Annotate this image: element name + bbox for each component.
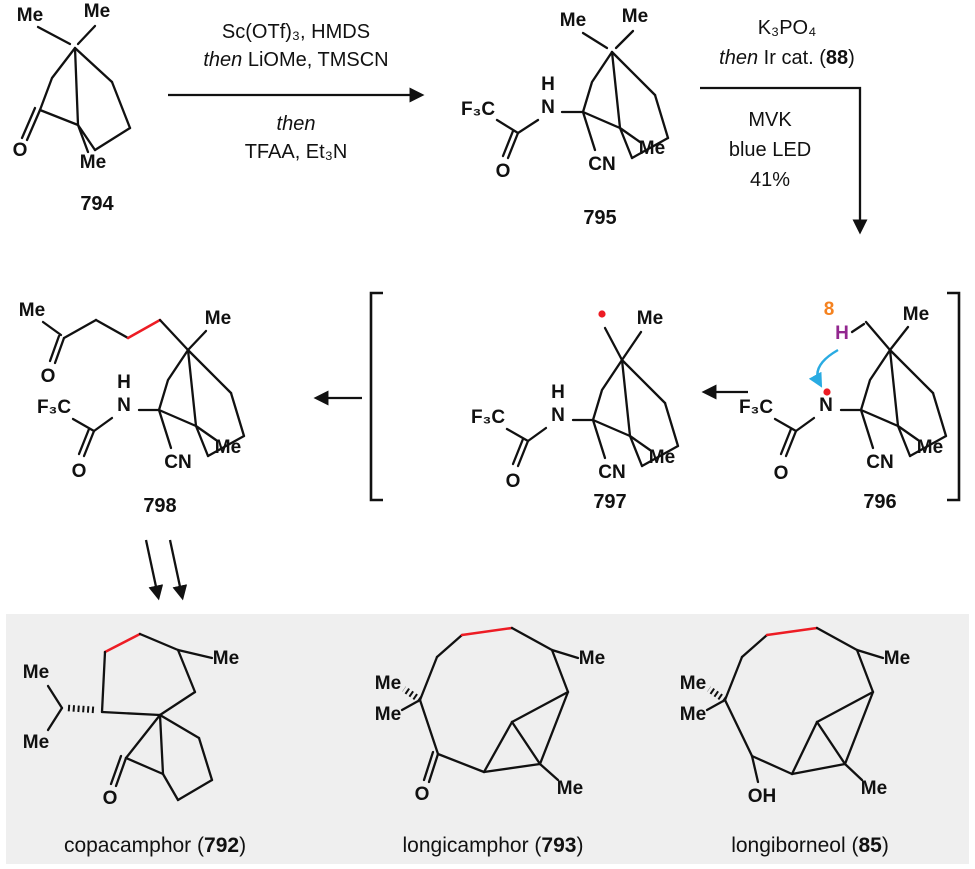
nitrogen-label: N <box>819 395 833 416</box>
hashed-wedge-bond <box>402 686 422 703</box>
oxygen-label: O <box>506 471 521 492</box>
methyl-label: Me <box>17 5 43 26</box>
skeleton-bonds <box>705 626 885 784</box>
trifluoromethyl-label: F₃C <box>739 397 773 418</box>
methyl-label: Me <box>375 704 401 725</box>
oxygen-label: O <box>72 461 87 482</box>
methyl-label: Me <box>557 778 583 799</box>
new-bond-highlight <box>126 318 162 340</box>
skeleton-bonds <box>46 632 214 802</box>
methyl-label: Me <box>205 308 231 329</box>
methyl-label: Me <box>649 447 675 468</box>
reaction-arrow-1: Sc(OTf)₃, HMDS then LiOMe, TMSCN then TF… <box>168 21 425 163</box>
structure-795: Me Me Me CN N H F₃C O 795 <box>461 6 670 229</box>
skeleton-bonds <box>41 318 246 458</box>
reagent-line-2: then LiOMe, TMSCN <box>203 49 388 71</box>
structure-796: 8 H Me Me CN N F₃C O 796 <box>739 299 948 513</box>
methyl-label: Me <box>80 152 106 173</box>
methyl-label: Me <box>884 648 910 669</box>
hashed-wedge-bond <box>707 686 727 703</box>
structure-longiborneol: Me Me Me Me OH longiborneol (85) <box>680 626 910 857</box>
methyl-label: Me <box>215 437 241 458</box>
abstracted-hydrogen-label: H <box>835 323 849 344</box>
oxygen-label: O <box>13 140 28 161</box>
product-name-longicamphor: longicamphor (793) <box>403 834 584 857</box>
structure-798: Me O Me Me CN N H F₃C O 798 <box>19 300 246 517</box>
methyl-label: Me <box>213 648 239 669</box>
methyl-label: Me <box>903 304 929 325</box>
methyl-label: Me <box>23 732 49 753</box>
nitrogen-label: N <box>117 395 131 416</box>
multistep-double-arrow <box>144 539 188 601</box>
compound-number-796: 796 <box>863 491 896 513</box>
methyl-label: Me <box>861 778 887 799</box>
condition-yield: 41% <box>750 169 790 191</box>
methyl-label: Me <box>23 662 49 683</box>
trifluoromethyl-label: F₃C <box>37 397 71 418</box>
skeleton-bonds <box>505 326 680 468</box>
radical-dot <box>823 388 831 396</box>
nitrogen-label: N <box>541 97 555 118</box>
amide-h-label: H <box>541 74 555 95</box>
methyl-label: Me <box>579 648 605 669</box>
structure-copacamphor: Me Me Me O copacamphor (792) <box>23 632 246 857</box>
trifluoromethyl-label: F₃C <box>471 407 505 428</box>
compound-number-797: 797 <box>593 491 626 513</box>
nitrile-label: CN <box>598 462 625 483</box>
methyl-label: Me <box>560 10 586 31</box>
methyl-label: Me <box>19 300 45 321</box>
methyl-label: Me <box>639 138 665 159</box>
amide-h-label: H <box>551 382 565 403</box>
reagent-line-4: TFAA, Et₃N <box>245 141 348 163</box>
compound-number-798: 798 <box>143 495 176 517</box>
reaction-arrow-2: K₃PO₄ then Ir cat. (88) MVK blue LED 41% <box>700 17 868 235</box>
reagent-line-3: then <box>277 113 316 135</box>
structure-794: Me Me O Me 794 <box>13 1 132 215</box>
hat-curved-arrow <box>808 348 839 388</box>
oxygen-label: O <box>496 161 511 182</box>
methyl-label: Me <box>622 6 648 27</box>
left-bracket <box>369 291 383 502</box>
skeleton-bonds <box>495 29 670 160</box>
nitrogen-label: N <box>551 405 565 426</box>
methyl-label: Me <box>375 673 401 694</box>
product-name-longiborneol: longiborneol (85) <box>731 834 889 857</box>
products-panel <box>6 614 969 864</box>
methyl-label: Me <box>680 673 706 694</box>
reagent-line-1: Sc(OTf)₃, HMDS <box>222 21 370 43</box>
compound-number-794: 794 <box>80 193 114 215</box>
reagent-line-1: K₃PO₄ <box>758 17 817 39</box>
right-bracket <box>947 291 961 502</box>
skeleton-bonds <box>20 24 132 154</box>
oxygen-label: O <box>103 788 118 809</box>
structure-longicamphor: Me Me Me Me O longicamphor (793) <box>375 626 605 857</box>
nitrile-label: CN <box>164 452 191 473</box>
nitrile-label: CN <box>588 154 615 175</box>
oxygen-label: O <box>774 463 789 484</box>
condition-blue-led: blue LED <box>729 139 811 161</box>
reagent-line-2: then Ir cat. (88) <box>719 47 855 69</box>
new-bond-highlight <box>103 632 142 654</box>
compound-number-795: 795 <box>583 207 616 229</box>
methyl-label: Me <box>637 308 663 329</box>
c8-position-label: 8 <box>824 299 835 320</box>
product-name-copacamphor: copacamphor (792) <box>64 834 246 857</box>
skeleton-bonds <box>773 320 948 458</box>
structure-797: Me Me CN N H F₃C O 797 <box>471 308 680 513</box>
new-bond-highlight <box>765 626 819 637</box>
condition-mvk: MVK <box>748 109 792 131</box>
oxygen-label: O <box>415 784 430 805</box>
new-bond-highlight <box>460 626 514 637</box>
methyl-label: Me <box>917 437 943 458</box>
trifluoromethyl-label: F₃C <box>461 99 495 120</box>
methyl-label: Me <box>680 704 706 725</box>
skeleton-bonds <box>400 626 580 784</box>
methyl-label: Me <box>84 1 110 22</box>
oxygen-label: O <box>41 366 56 387</box>
amide-h-label: H <box>117 372 131 393</box>
radical-dot <box>598 310 606 318</box>
nitrile-label: CN <box>866 452 893 473</box>
hydroxyl-label: OH <box>748 786 777 807</box>
